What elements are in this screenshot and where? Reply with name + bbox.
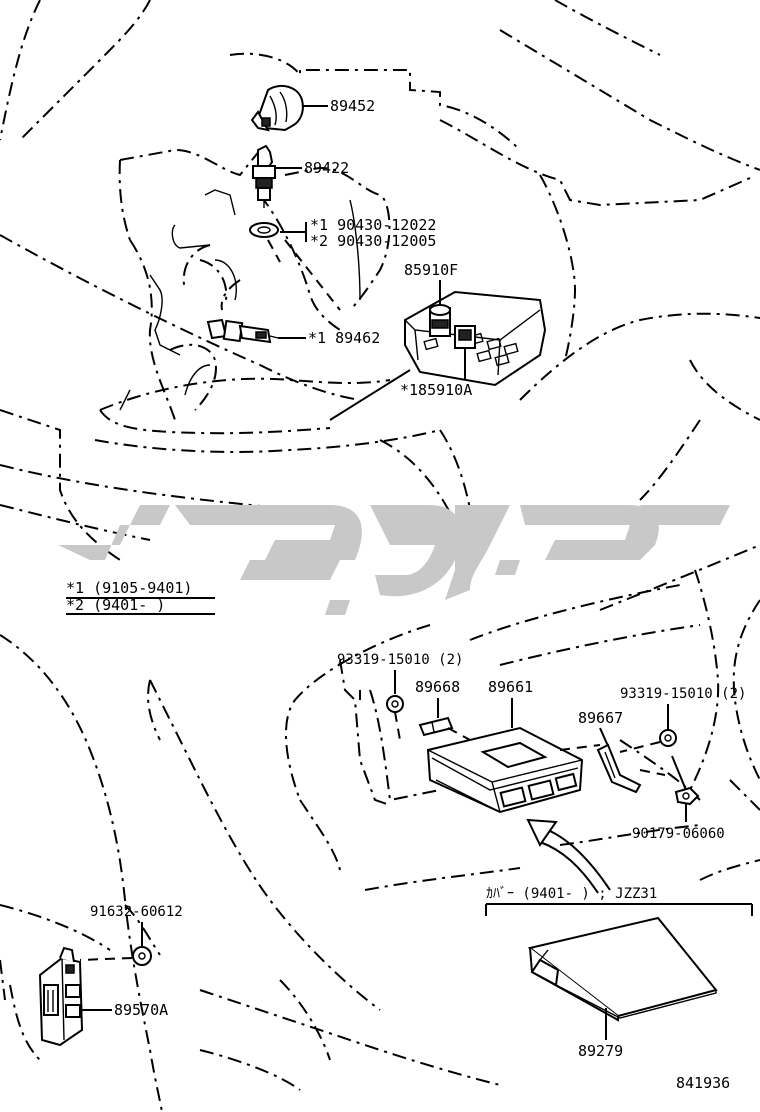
guide-gasket-2 — [284, 239, 341, 311]
part-89661-ecu[interactable] — [426, 726, 584, 814]
part-89570A[interactable] — [38, 946, 84, 1047]
label-90179: 90179-06060 — [632, 826, 725, 842]
label-89422: 89422 — [304, 159, 349, 177]
part-89462[interactable] — [206, 318, 279, 344]
part-89667-bracket[interactable] — [596, 743, 642, 794]
note-block: *1 (9105-9401) *2 (9401- ) — [66, 579, 215, 615]
part-gasket-90430[interactable] — [249, 222, 279, 238]
label-91632: 91632-60612 — [90, 904, 183, 920]
guide-89667 — [559, 744, 601, 751]
part-85910F[interactable] — [429, 304, 451, 337]
part-89422[interactable] — [252, 144, 276, 208]
part-89668[interactable] — [418, 716, 454, 737]
label-93319-left: 93319-15010 (2) — [337, 652, 463, 668]
label-185910A: *185910A — [400, 381, 472, 399]
guide-gasket — [267, 239, 281, 263]
part-bolt-91632[interactable] — [132, 946, 152, 966]
label-89452: 89452 — [330, 97, 375, 115]
label-89667: 89667 — [578, 709, 623, 727]
part-90179-nut[interactable] — [674, 786, 700, 806]
label-93319-right: 93319-15010 (2) — [620, 686, 746, 702]
part-89279-cover[interactable] — [527, 916, 718, 1022]
part-185910A[interactable] — [454, 325, 476, 349]
guide-bolt-left — [394, 711, 401, 741]
part-89452[interactable] — [250, 84, 304, 132]
leader-90179-top — [671, 755, 687, 791]
label-89570A: 89570A — [114, 1001, 168, 1019]
guide-nut — [639, 769, 666, 776]
label-89279: 89279 — [578, 1042, 623, 1060]
label-89661: 89661 — [488, 678, 533, 696]
engine-outline — [119, 189, 361, 411]
note-1: *1 (9105-9401) — [66, 579, 192, 597]
diagram-id: 841936 — [676, 1074, 730, 1092]
wire-relay — [329, 369, 411, 421]
leader-89667 — [599, 727, 609, 747]
label-cover-note: ｶﾊﾞｰ (9401- ) ; JZZ31 — [486, 886, 657, 902]
guide-89668 — [447, 727, 471, 741]
guide-bolt-right — [619, 741, 661, 753]
label-90430-12005: *2 90430-12005 — [310, 232, 436, 250]
label-90430-12022: *1 90430-12022 — [310, 216, 436, 234]
note-2: *2 (9401- ) — [66, 596, 165, 614]
watermark-logo — [58, 505, 730, 615]
label-89462: *1 89462 — [308, 329, 380, 347]
label-85910F: 85910F — [404, 261, 458, 279]
part-bolt-93319-right[interactable] — [659, 729, 677, 747]
arrow-cover-to-ecu — [526, 818, 611, 894]
part-bolt-93319-left[interactable] — [386, 695, 404, 713]
label-89668: 89668 — [415, 678, 460, 696]
guide-bolt-91632 — [79, 957, 133, 961]
